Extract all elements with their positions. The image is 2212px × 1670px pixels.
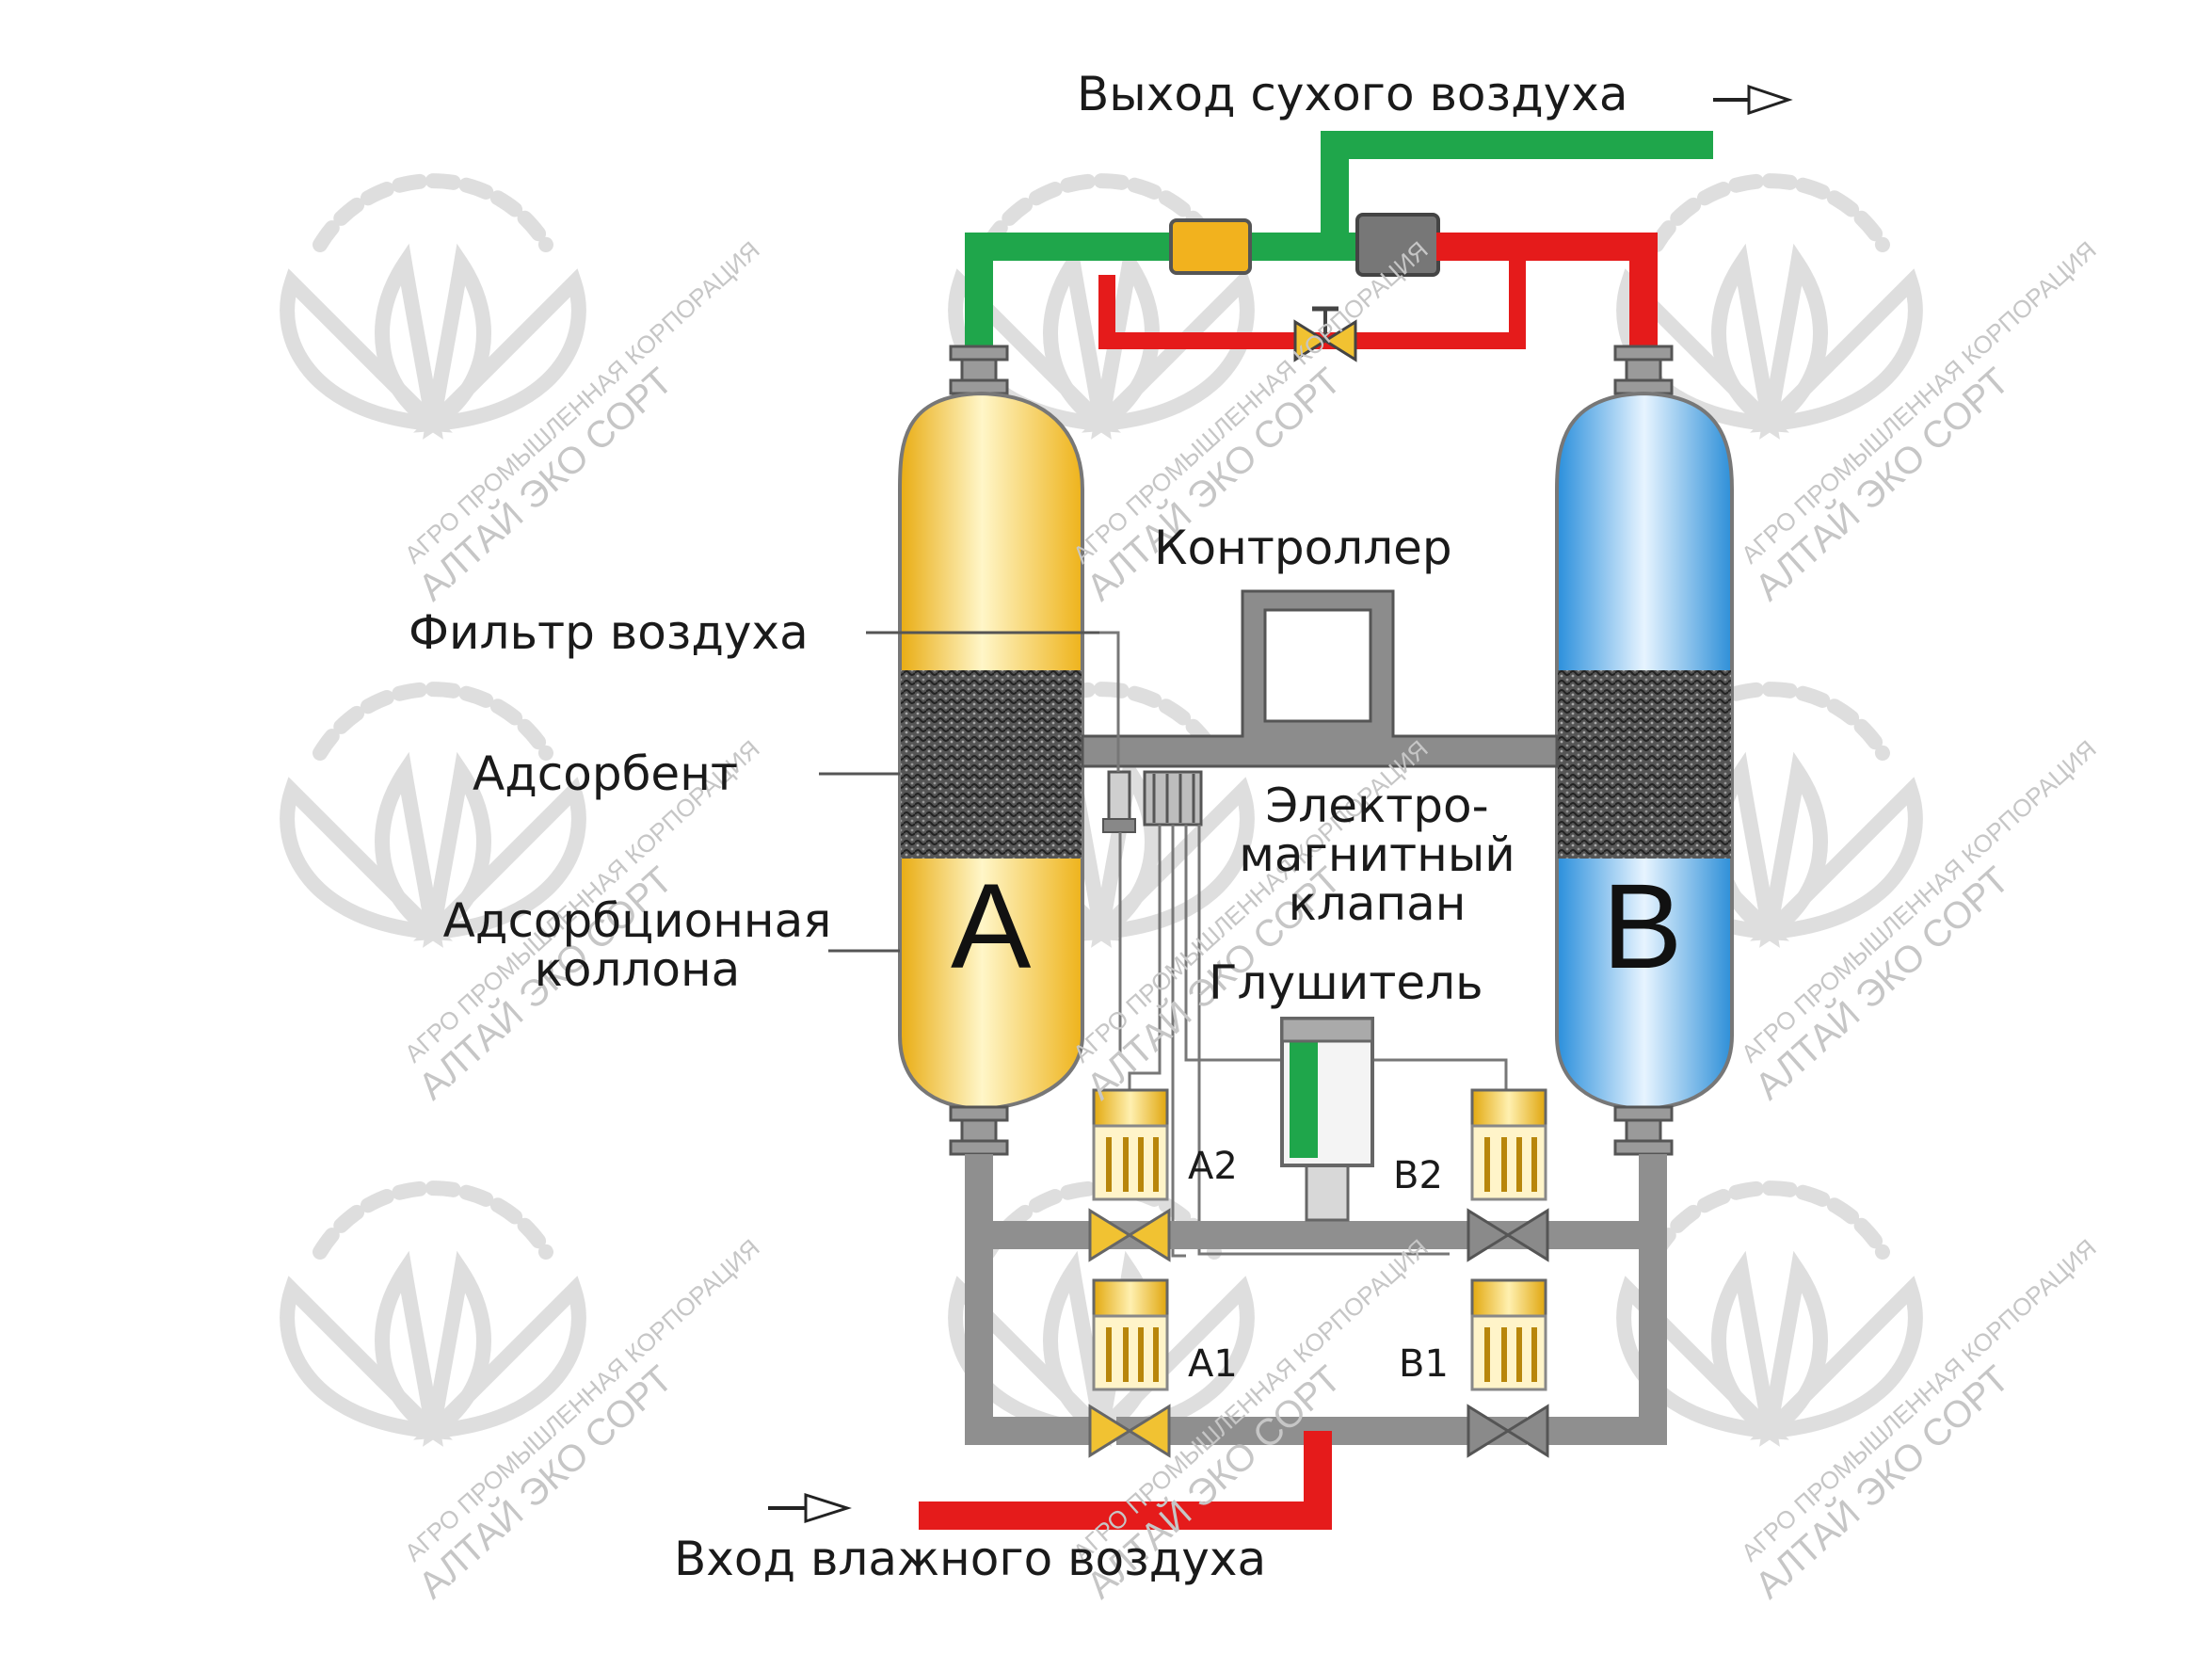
- column-label-line2: коллона: [534, 942, 741, 997]
- valve-b2-label: B2: [1393, 1154, 1443, 1197]
- column-b-letter: B: [1602, 859, 1683, 994]
- silencer: [1280, 1017, 1374, 1222]
- valve-b1: [1467, 1278, 1549, 1458]
- valve-a2: [1088, 1088, 1171, 1262]
- valve-b1-label: B1: [1399, 1342, 1449, 1386]
- dry-air-pipe: [965, 131, 1713, 356]
- silencer-label: Глушитель: [1209, 955, 1483, 1010]
- adsorbent-bed-a: [901, 670, 1082, 859]
- dry-air-outlet-label: Выход сухого воздуха: [1077, 67, 1628, 121]
- needle-valve: [1293, 306, 1357, 362]
- adsorbent-bed-b: [1558, 670, 1731, 859]
- column-b: [1555, 391, 1734, 1112]
- wet-air-inlet-label: Вход влажного воздуха: [674, 1532, 1267, 1586]
- controller-label: Контроллер: [1154, 521, 1452, 575]
- inlet-arrow-icon: [768, 1492, 852, 1524]
- wet-air-pipe: [919, 1431, 1332, 1530]
- valve-b2: [1467, 1088, 1549, 1262]
- valve-a1: [1088, 1278, 1171, 1458]
- controller-box: [1081, 589, 1559, 768]
- leader-lines: [819, 631, 1099, 953]
- solenoid-valve-label: Электро- магнитный клапан: [1212, 781, 1542, 928]
- solenoid-valve-label-line2: магнитный: [1239, 827, 1515, 882]
- valve-a2-label: A2: [1188, 1145, 1238, 1188]
- check-valve: [1169, 218, 1252, 275]
- air-filter-unit: [1102, 770, 1136, 833]
- column-label: Адсорбционная коллона: [407, 896, 868, 994]
- solenoid-valve-label-line3: клапан: [1288, 876, 1467, 931]
- solenoid-valve-label-line1: Электро-: [1265, 779, 1489, 833]
- column-a: [898, 391, 1084, 1112]
- column-label-line1: Адсорбционная: [442, 893, 832, 948]
- adsorbent-label: Адсорбент: [473, 747, 739, 801]
- solenoid-valve-block: [1143, 770, 1203, 827]
- outlet-arrow-icon: [1713, 84, 1793, 116]
- column-a-letter: A: [951, 859, 1032, 994]
- valve-a1-label: A1: [1188, 1342, 1238, 1386]
- air-filter-label: Фильтр воздуха: [409, 605, 809, 660]
